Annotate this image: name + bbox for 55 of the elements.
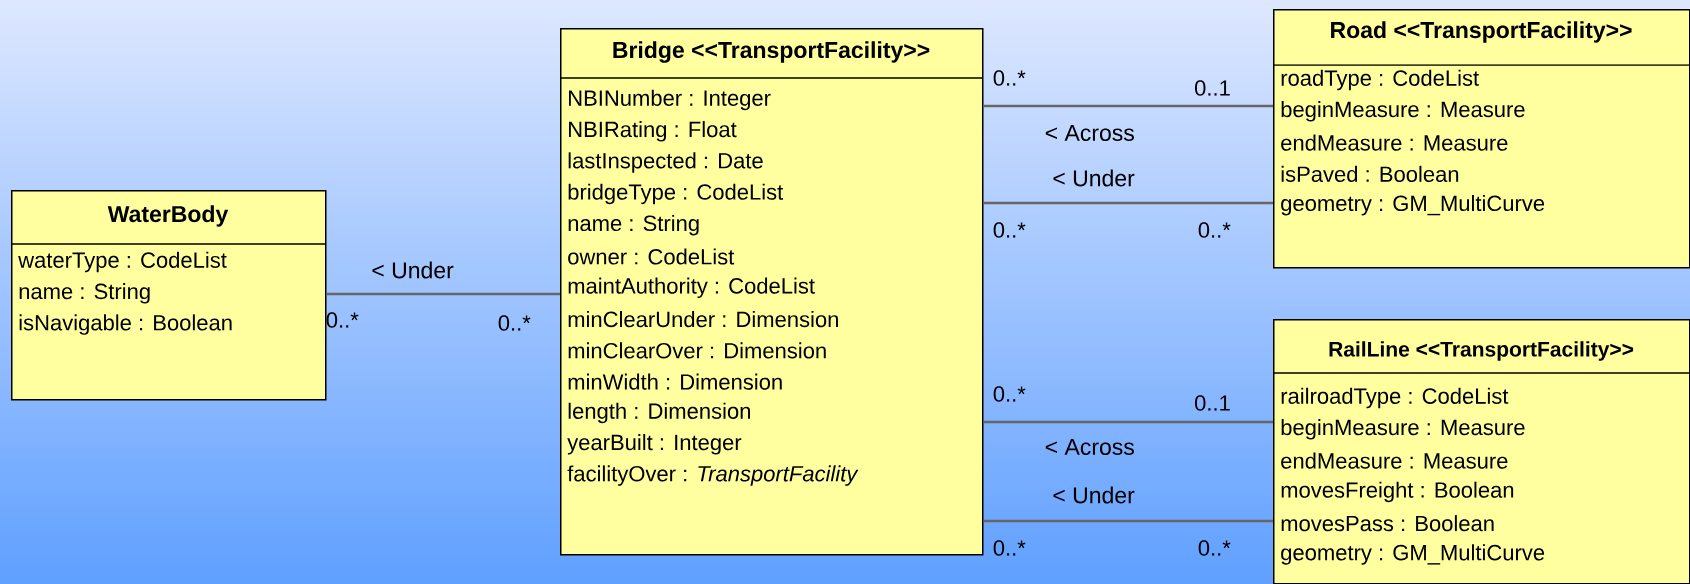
multiplicity-label: 0..1 [1195, 395, 1230, 411]
attribute-text: facilityOver : TransportFacility [567, 465, 859, 486]
attribute-text: isPaved : Boolean [1281, 165, 1459, 182]
attribute-text: railroadType : CodeList [1281, 387, 1509, 409]
attribute-text: maintAuthority : CodeList [568, 277, 815, 299]
multiplicity-label: 0..* [993, 222, 1026, 238]
attribute-text: owner : CodeList [568, 248, 735, 265]
class-box [559, 28, 984, 556]
attribute-text: NBIRating : Float [569, 121, 737, 142]
multiplicity-label: 0..* [498, 315, 531, 331]
multiplicity-label: 0..* [993, 70, 1026, 86]
class-box [10, 190, 327, 401]
attribute-text: minWidth : Dimension [568, 373, 782, 390]
association-line [326, 292, 560, 296]
multiplicity-label: 0..* [1198, 222, 1231, 238]
association-label: < Under [1053, 169, 1135, 187]
association-label: < Under [372, 261, 454, 279]
attribute-text: yearBuilt : Integer [567, 434, 742, 455]
multiplicity-label: 0..* [993, 540, 1026, 556]
class-box [1272, 9, 1690, 269]
attribute-text: geometry : GM_MultiCurve [1281, 194, 1545, 216]
attribute-text: beginMeasure : Measure [1281, 101, 1525, 122]
association-line [983, 201, 1273, 205]
attribute-text: isNavigable : Boolean [19, 314, 232, 335]
association-line [983, 420, 1273, 424]
attribute-text: beginMeasure : Measure [1281, 419, 1525, 440]
multiplicity-label: 0..1 [1195, 80, 1230, 96]
attribute-text: NBINumber : Integer [569, 89, 771, 111]
class-name: Road <<TransportFacility>> [1331, 21, 1632, 43]
attribute-text: lastInspected : Date [568, 152, 763, 173]
attribute-text: name : String [568, 214, 699, 236]
class-name: Bridge <<TransportFacility>> [613, 41, 930, 63]
attribute-text: endMeasure : Measure [1281, 134, 1508, 151]
association-line [983, 519, 1273, 523]
class-name: RailLine <<TransportFacility>> [1329, 341, 1634, 361]
attribute-text: name : String [19, 283, 150, 304]
association-label: < Across [1045, 125, 1134, 141]
multiplicity-label: 0..* [1198, 540, 1231, 556]
association-label: < Across [1045, 439, 1134, 456]
attribute-text: bridgeType : CodeList [568, 183, 784, 205]
attribute-text: minClearOver : Dimension [568, 342, 826, 359]
attribute-text: roadType : CodeList [1281, 69, 1479, 91]
attribute-text: minClearUnder : Dimension [568, 311, 838, 328]
attribute-text: geometry : GM_MultiCurve [1281, 544, 1545, 565]
multiplicity-label: 0..* [326, 312, 359, 328]
attribute-text: movesFreight : Boolean [1281, 481, 1514, 503]
association-line [983, 104, 1273, 108]
multiplicity-label: 0..* [993, 386, 1026, 402]
attribute-text: waterType : CodeList [18, 251, 227, 273]
attribute-text: movesPass : Boolean [1281, 515, 1494, 532]
attribute-text: length : Dimension [568, 402, 750, 424]
class-box [1272, 319, 1690, 584]
association-label: < Under [1053, 486, 1135, 504]
attribute-text: endMeasure : Measure [1281, 452, 1508, 469]
class-name: WaterBody [107, 205, 229, 227]
